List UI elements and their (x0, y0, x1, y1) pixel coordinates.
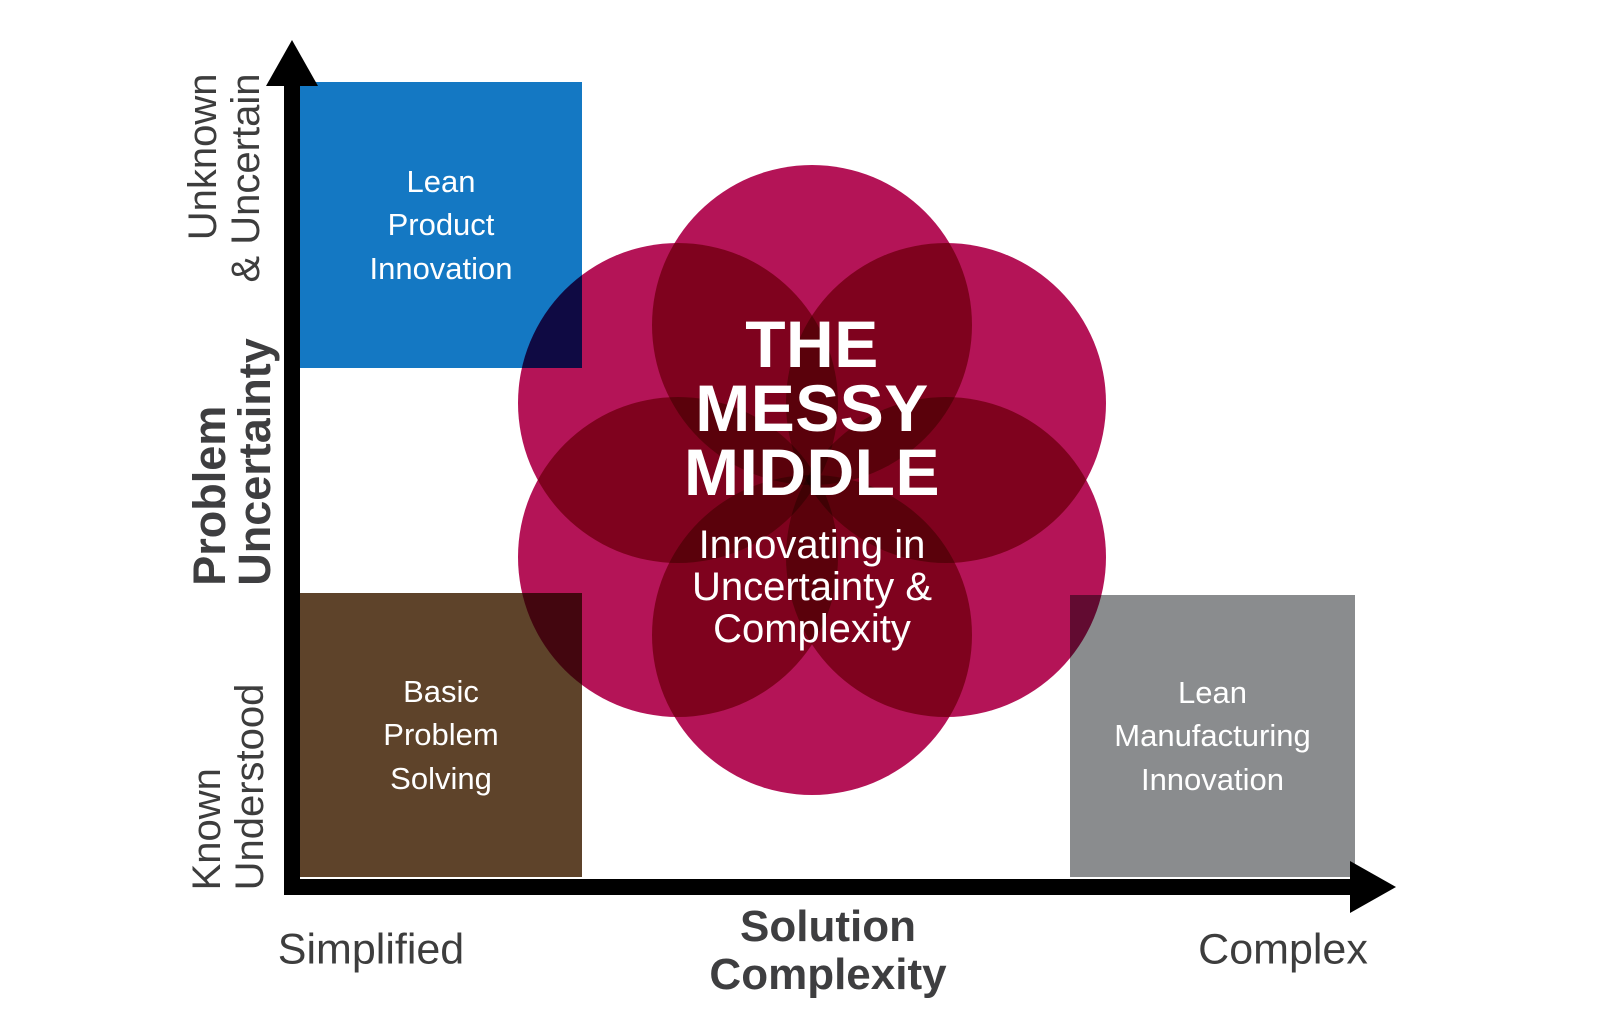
y-axis-arrowhead-icon (266, 40, 318, 86)
quadrant-basic-problem-solving: Basic Problem Solving (300, 593, 582, 877)
x-axis-left-label: Simplified (277, 925, 465, 974)
x-axis-line (284, 879, 1356, 895)
y-axis-title: Problem Uncertainty (184, 338, 280, 586)
x-axis-arrowhead-icon (1350, 861, 1396, 913)
center-text-block: THE MESSY MIDDLE Innovating in Uncertain… (684, 307, 940, 651)
x-axis-right-label: Complex (1198, 925, 1368, 974)
y-axis-top-label: Unknown & Uncertain (180, 73, 268, 283)
x-axis-title: Solution Complexity (709, 902, 947, 999)
rosette-circle-bottom (652, 475, 972, 795)
y-axis-bottom-label: Known Understood (184, 683, 272, 891)
lean-manufacturing-innovation-label: Lean Manufacturing Innovation (1114, 674, 1311, 797)
lean-product-innovation-label: Lean Product Innovation (369, 163, 513, 286)
diagram-title: THE MESSY MIDDLE (684, 307, 940, 509)
quadrant-lean-manufacturing-innovation: Lean Manufacturing Innovation (1070, 595, 1355, 877)
basic-problem-solving-label: Basic Problem Solving (383, 673, 499, 796)
y-axis-line (284, 60, 300, 895)
quadrant-lean-product-innovation: Lean Product Innovation (300, 82, 582, 368)
diagram-subtitle: Innovating in Uncertainty & Complexity (691, 523, 933, 651)
